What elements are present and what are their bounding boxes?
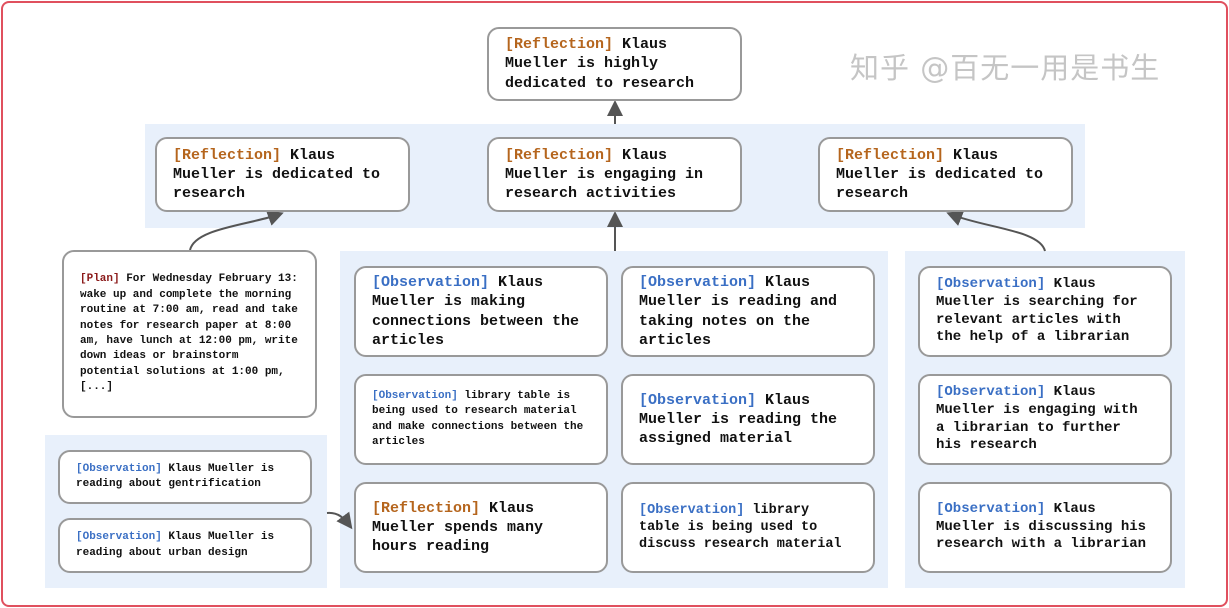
right-observation-2: [Observation] Klaus Mueller is engaging … — [918, 374, 1172, 465]
tag: [Observation] — [936, 383, 1046, 400]
tag: [Observation] — [639, 502, 745, 518]
text: Klaus Mueller is highly dedicated to res… — [505, 36, 695, 92]
text: Klaus Mueller is making connections betw… — [372, 274, 580, 349]
tag: [Observation] — [936, 500, 1046, 517]
top-reflection: [Reflection] Klaus Mueller is highly ded… — [487, 27, 742, 101]
text: Klaus Mueller is reading about gentrific… — [76, 462, 275, 490]
tag: [Observation] — [639, 274, 757, 292]
middle-memory-5: [Reflection] Klaus Mueller spends many h… — [354, 482, 608, 573]
arrow-right — [946, 211, 1046, 252]
text: Klaus Mueller is engaging with a librari… — [936, 383, 1138, 454]
tag: [Reflection] — [505, 146, 614, 164]
right-observation-1: [Observation] Klaus Mueller is searching… — [918, 266, 1172, 357]
tag: [Observation] — [639, 391, 757, 409]
text: Klaus Mueller is reading and taking note… — [639, 274, 838, 349]
text: library table is being used to discuss r… — [639, 502, 842, 553]
text: Klaus Mueller is searching for relevant … — [936, 275, 1138, 346]
tag: [Observation] — [76, 531, 162, 544]
reflection-left: [Reflection] Klaus Mueller is dedicated … — [155, 137, 410, 212]
tag: [Reflection] — [372, 499, 481, 517]
tag: [Observation] — [76, 462, 162, 475]
tag: [Reflection] — [836, 146, 945, 164]
text: Klaus Mueller is discussing his research… — [936, 500, 1147, 553]
text: Klaus Mueller is dedicated to research — [173, 146, 381, 203]
tag: [Observation] — [372, 274, 490, 292]
plan-box: [Plan] For Wednesday February 13: wake u… — [62, 250, 317, 418]
arrow-left — [326, 511, 353, 530]
tag: [Reflection] — [173, 146, 282, 164]
middle-memory-2: [Observation] Klaus Mueller is reading a… — [621, 266, 875, 357]
text: Klaus Mueller is dedicated to research — [836, 146, 1044, 203]
tag: [Observation] — [372, 389, 458, 402]
middle-memory-3: [Observation] library table is being use… — [354, 374, 608, 465]
left-observation-2: [Observation] Klaus Mueller is reading a… — [58, 518, 312, 573]
text: Klaus Mueller spends many hours reading — [372, 499, 544, 556]
tag: [Observation] — [936, 275, 1046, 292]
text: Klaus Mueller is reading the assigned ma… — [639, 391, 838, 448]
tag: [Reflection] — [505, 36, 614, 54]
middle-memory-6: [Observation] library table is being use… — [621, 482, 875, 573]
tag: [Plan] — [80, 273, 120, 286]
text: For Wednesday February 13: wake up and c… — [80, 273, 298, 394]
left-observation-1: [Observation] Klaus Mueller is reading a… — [58, 450, 312, 504]
reflection-middle: [Reflection] Klaus Mueller is engaging i… — [487, 137, 742, 212]
right-observation-3: [Observation] Klaus Mueller is discussin… — [918, 482, 1172, 573]
text: Klaus Mueller is engaging in research ac… — [505, 146, 704, 203]
middle-memory-4: [Observation] Klaus Mueller is reading t… — [621, 374, 875, 465]
arrow-plan — [189, 210, 284, 251]
middle-memory-1: [Observation] Klaus Mueller is making co… — [354, 266, 608, 357]
watermark: 知乎 @百无一用是书生 — [850, 51, 1161, 85]
reflection-right: [Reflection] Klaus Mueller is dedicated … — [818, 137, 1073, 212]
text: library table is being used to research … — [372, 389, 584, 448]
text: Klaus Mueller is reading about urban des… — [76, 531, 275, 559]
